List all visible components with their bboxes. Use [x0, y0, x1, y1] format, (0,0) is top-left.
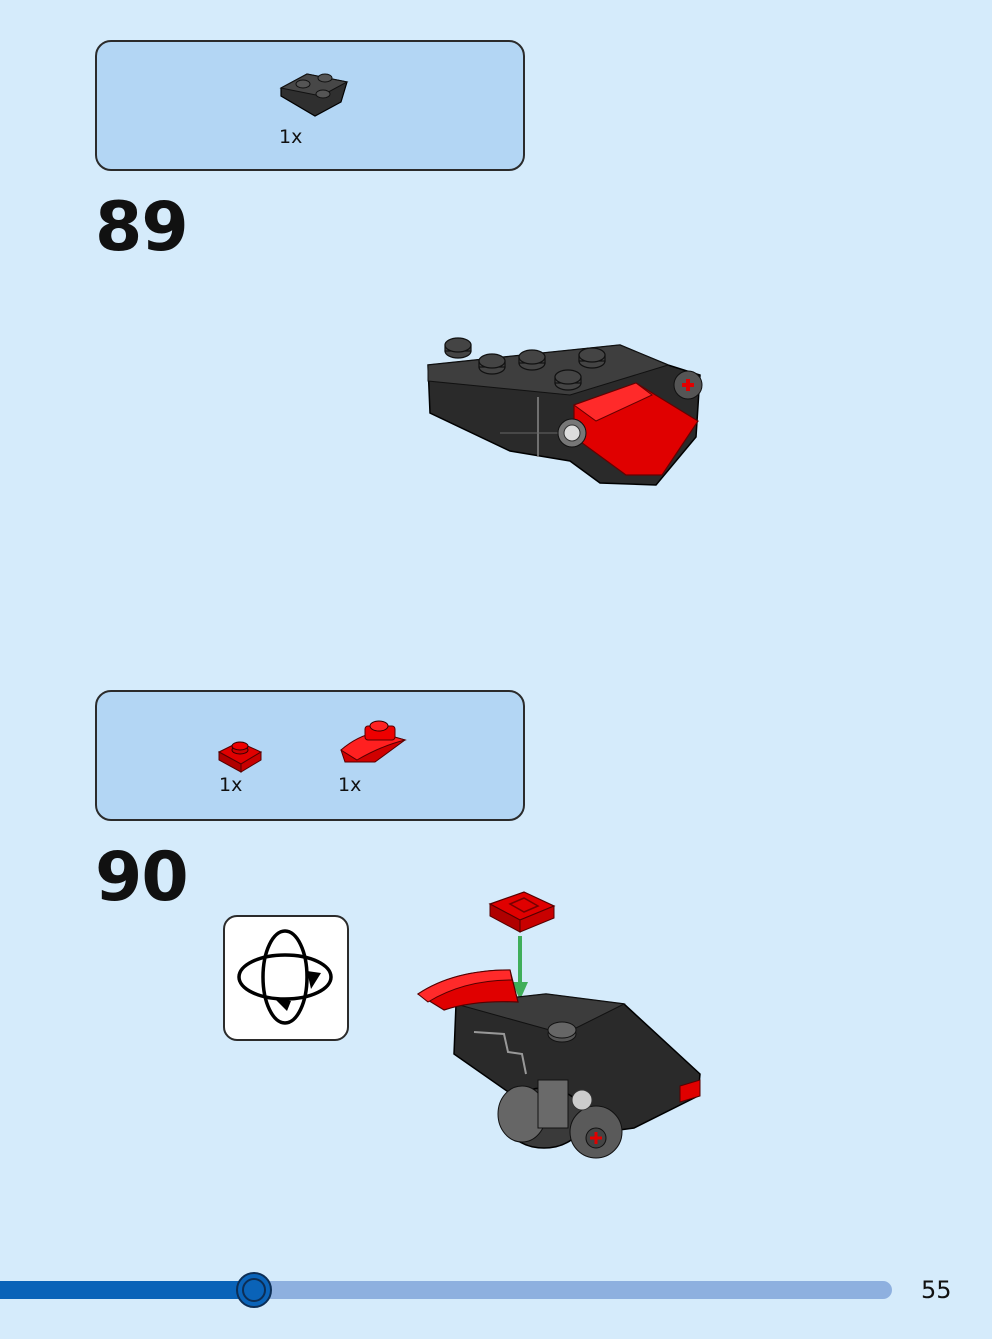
rotate-model-indicator — [223, 915, 349, 1041]
parts-list-step-90: 1x 1x — [95, 690, 525, 821]
step-90-build-illustration — [416, 891, 701, 1159]
step-number: 90 — [95, 838, 189, 917]
progress-bar-fill — [0, 1281, 254, 1299]
part-quantity: 1x — [219, 774, 243, 796]
part-quantity: 1x — [338, 774, 362, 796]
parts-list-step-89: 1x — [95, 40, 525, 171]
rotate-model-icon — [237, 929, 333, 1025]
progress-knob-icon — [236, 1272, 272, 1308]
red-plate-1x1-icon — [217, 741, 263, 773]
step-number: 89 — [95, 188, 189, 267]
step-89-build-illustration — [427, 337, 703, 486]
dark-grey-wedge-plate-icon — [279, 73, 349, 117]
progress-bar — [0, 1281, 892, 1299]
part-quantity: 1x — [279, 126, 303, 148]
page-number: 55 — [921, 1276, 952, 1304]
red-curved-slope-icon — [340, 720, 407, 763]
